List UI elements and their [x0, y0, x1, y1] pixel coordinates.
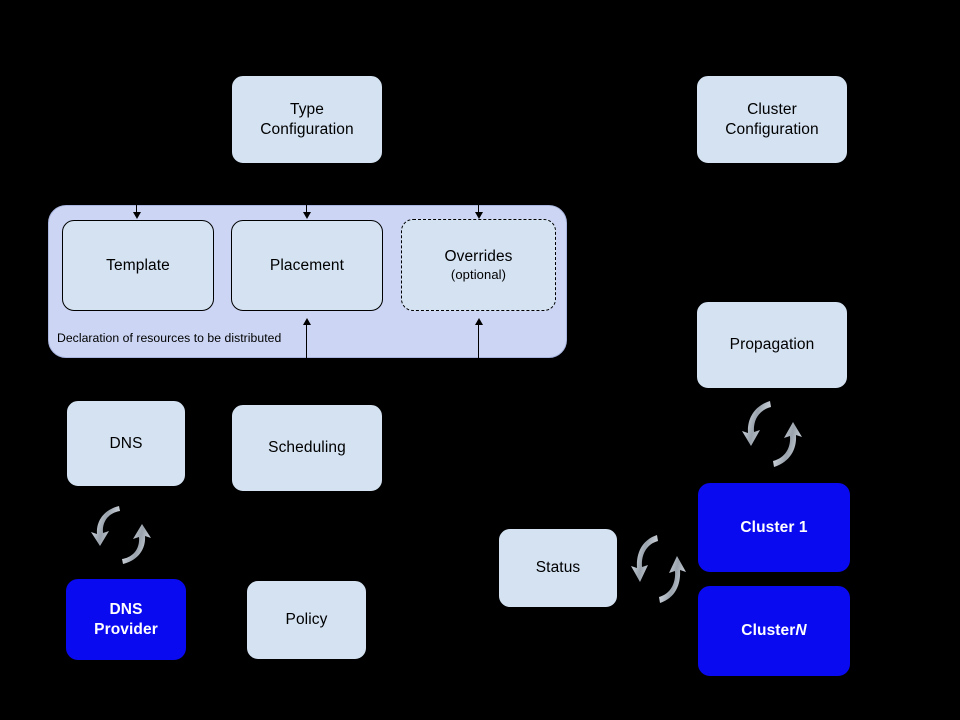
node-placement-label: Placement [269, 256, 345, 274]
node-type-configuration[interactable]: Type Configuration [231, 75, 383, 164]
node-dns-provider[interactable]: DNS Provider [66, 579, 186, 660]
node-cluster-n-suffix: N [795, 622, 807, 640]
node-cluster-n[interactable]: Cluster N [698, 586, 850, 676]
node-cluster-configuration[interactable]: Cluster Configuration [696, 75, 848, 164]
node-propagation[interactable]: Propagation [696, 301, 848, 389]
node-overrides-label: Overrides [444, 247, 513, 265]
node-overrides-sublabel: (optional) [450, 266, 507, 282]
arrowhead-template-in [133, 212, 141, 219]
node-status[interactable]: Status [498, 528, 618, 608]
connector-scheduling-to-placement [306, 324, 307, 358]
node-dns[interactable]: DNS [66, 400, 186, 487]
node-cluster-configuration-label: Cluster Configuration [725, 100, 819, 138]
arrowhead-placement-in [303, 212, 311, 219]
sync-icon-dns [86, 500, 156, 570]
arrowhead-placement-up [303, 318, 311, 325]
sync-icon-status [627, 528, 689, 610]
arrowhead-overrides-in [475, 212, 483, 219]
node-template-label: Template [106, 256, 170, 274]
node-dns-label: DNS [109, 434, 143, 452]
node-propagation-label: Propagation [729, 336, 815, 354]
group-caption-label: Declaration of resources to be distribut… [57, 331, 282, 345]
node-overrides[interactable]: Overrides (optional) [401, 219, 556, 311]
node-scheduling[interactable]: Scheduling [231, 404, 383, 492]
node-cluster-1[interactable]: Cluster 1 [698, 483, 850, 572]
connector-typeconfig-to-overrides [478, 200, 479, 214]
connector-typeconfig-to-placement [306, 167, 307, 214]
node-cluster-1-label: Cluster 1 [740, 518, 808, 536]
group-caption: Declaration of resources to be distribut… [57, 331, 281, 345]
sync-icon-propagation [737, 395, 807, 473]
node-template[interactable]: Template [62, 220, 214, 311]
node-policy[interactable]: Policy [246, 580, 367, 660]
node-dns-provider-label: DNS Provider [94, 600, 158, 638]
connector-policy-to-overrides [478, 324, 479, 358]
node-status-label: Status [535, 559, 581, 577]
node-policy-label: Policy [285, 611, 328, 629]
node-placement[interactable]: Placement [231, 220, 383, 311]
node-type-configuration-label: Type Configuration [260, 100, 354, 138]
node-scheduling-label: Scheduling [268, 439, 346, 457]
arrowhead-overrides-up [475, 318, 483, 325]
connector-typeconfig-to-template [136, 200, 137, 214]
node-cluster-n-prefix: Cluster [741, 622, 796, 640]
